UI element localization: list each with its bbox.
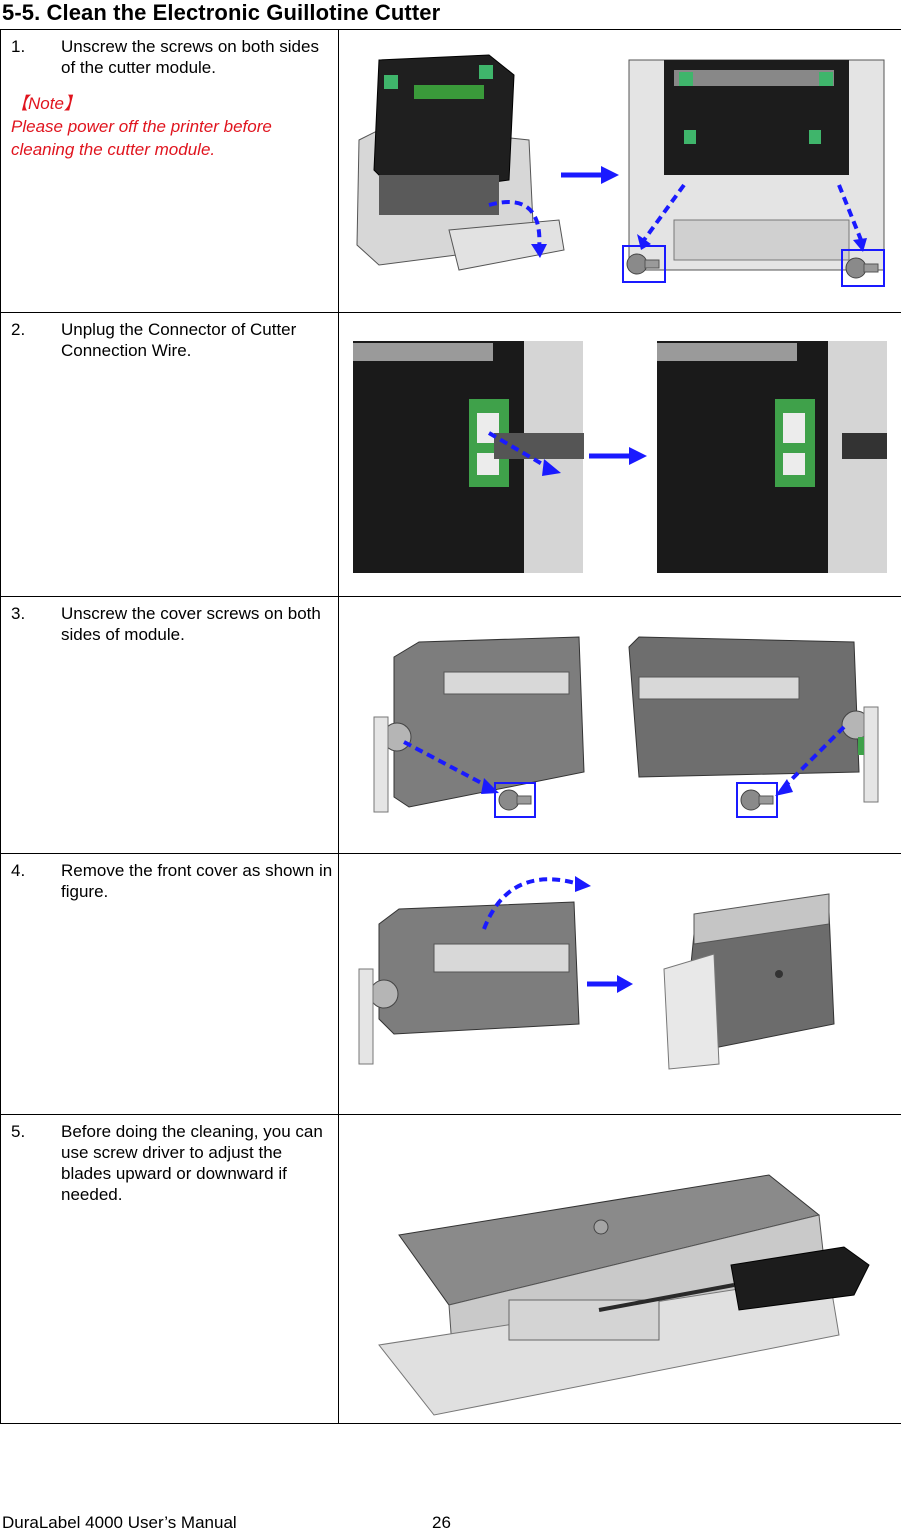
- arrow-head-icon: [575, 876, 591, 892]
- arrow-head-icon: [775, 779, 793, 796]
- arrow-head-icon: [853, 238, 867, 252]
- printer-front-view-illustration: [628, 59, 885, 271]
- adjust-blades-figure: [378, 1174, 870, 1416]
- cutter-connector-unplugged-illustration: [657, 341, 887, 573]
- steps-table: 1. Unscrew the screws on both sides of t…: [0, 29, 901, 1424]
- footer-page-number: 26: [432, 1513, 451, 1532]
- step-text-cell: 3. Unscrew the cover screws on both side…: [0, 596, 339, 854]
- cutter-connector-plugged-illustration: [353, 341, 584, 573]
- step-figure-cell: [338, 853, 901, 1115]
- step-number: 3.: [11, 604, 26, 623]
- step-instruction: Remove the front cover as shown in figur…: [61, 861, 333, 901]
- dashed-arrow: [482, 877, 580, 930]
- footer-manual-title: DuraLabel 4000 User’s Manual: [2, 1513, 237, 1532]
- unscrew-cover-screws-figure: [373, 636, 879, 818]
- remove-front-cover-figure: [358, 876, 835, 1070]
- arrow-head-icon: [531, 244, 547, 258]
- dashed-arrow: [782, 725, 846, 789]
- step-row-4: 4. Remove the front cover as shown in fi…: [0, 853, 901, 1115]
- step-row-3: 3. Unscrew the cover screws on both side…: [0, 596, 901, 854]
- step-row-5: 5. Before doing the cleaning, you can us…: [0, 1114, 901, 1424]
- dashed-arrow: [403, 740, 490, 789]
- step-figure-cell: [338, 1114, 901, 1424]
- screw-icon: [498, 789, 532, 811]
- cutter-module-left-illustration: [373, 636, 585, 813]
- step-instruction: Unscrew the screws on both sides of the …: [61, 37, 319, 77]
- step-number: 5.: [11, 1122, 26, 1141]
- dashed-arrow: [837, 184, 863, 241]
- unscrew-cutter-module-figure: [356, 54, 885, 287]
- step-number: 1.: [11, 37, 26, 56]
- step-instruction: Before doing the cleaning, you can use s…: [61, 1122, 323, 1204]
- screw-box: [494, 782, 536, 818]
- step-instruction: Unscrew the cover screws on both sides o…: [61, 604, 321, 644]
- cutter-module-with-cover-illustration: [358, 901, 580, 1065]
- step-figure-cell: [338, 312, 901, 597]
- unplug-connector-figure: [353, 341, 887, 573]
- step-figure-cell: [338, 596, 901, 854]
- step-row-1: 1. Unscrew the screws on both sides of t…: [0, 29, 901, 313]
- note-text: Please power off the printer before clea…: [11, 117, 272, 159]
- power-off-note: 【Note】 Please power off the printer befo…: [1, 78, 338, 161]
- step-text-cell: 4. Remove the front cover as shown in fi…: [0, 853, 339, 1115]
- cutter-blade-assembly-illustration: [378, 1174, 840, 1416]
- screw-icon: [740, 789, 774, 811]
- dashed-arrow: [642, 183, 686, 242]
- step-text-cell: 2. Unplug the Connector of Cutter Connec…: [0, 312, 339, 597]
- arrow-right-head-icon: [617, 975, 633, 993]
- screwdriver-icon: [598, 1246, 870, 1312]
- step-figure-cell: [338, 29, 901, 313]
- screw-icon: [626, 253, 660, 275]
- step-row-2: 2. Unplug the Connector of Cutter Connec…: [0, 312, 901, 597]
- arrow-right-head-icon: [601, 166, 619, 184]
- dashed-arrow: [488, 200, 542, 251]
- arrow-head-icon: [542, 459, 561, 476]
- printer-side-view-illustration: [356, 54, 565, 271]
- page-title: 5-5. Clean the Electronic Guillotine Cut…: [2, 0, 441, 25]
- screw-box: [841, 249, 885, 287]
- dashed-arrow: [487, 431, 551, 470]
- screw-box: [736, 782, 778, 818]
- arrow-right-head-icon: [629, 447, 647, 465]
- note-heading: 【Note】: [11, 94, 81, 113]
- step-text-cell: 1. Unscrew the screws on both sides of t…: [0, 29, 339, 313]
- step-number: 2.: [11, 320, 26, 339]
- screw-icon: [845, 257, 879, 279]
- cutter-module-without-cover-illustration: [663, 893, 835, 1070]
- screw-box: [622, 245, 666, 283]
- cutter-module-right-illustration: [628, 636, 879, 803]
- step-instruction: Unplug the Connector of Cutter Connectio…: [61, 320, 297, 360]
- step-text-cell: 5. Before doing the cleaning, you can us…: [0, 1114, 339, 1424]
- step-number: 4.: [11, 861, 26, 880]
